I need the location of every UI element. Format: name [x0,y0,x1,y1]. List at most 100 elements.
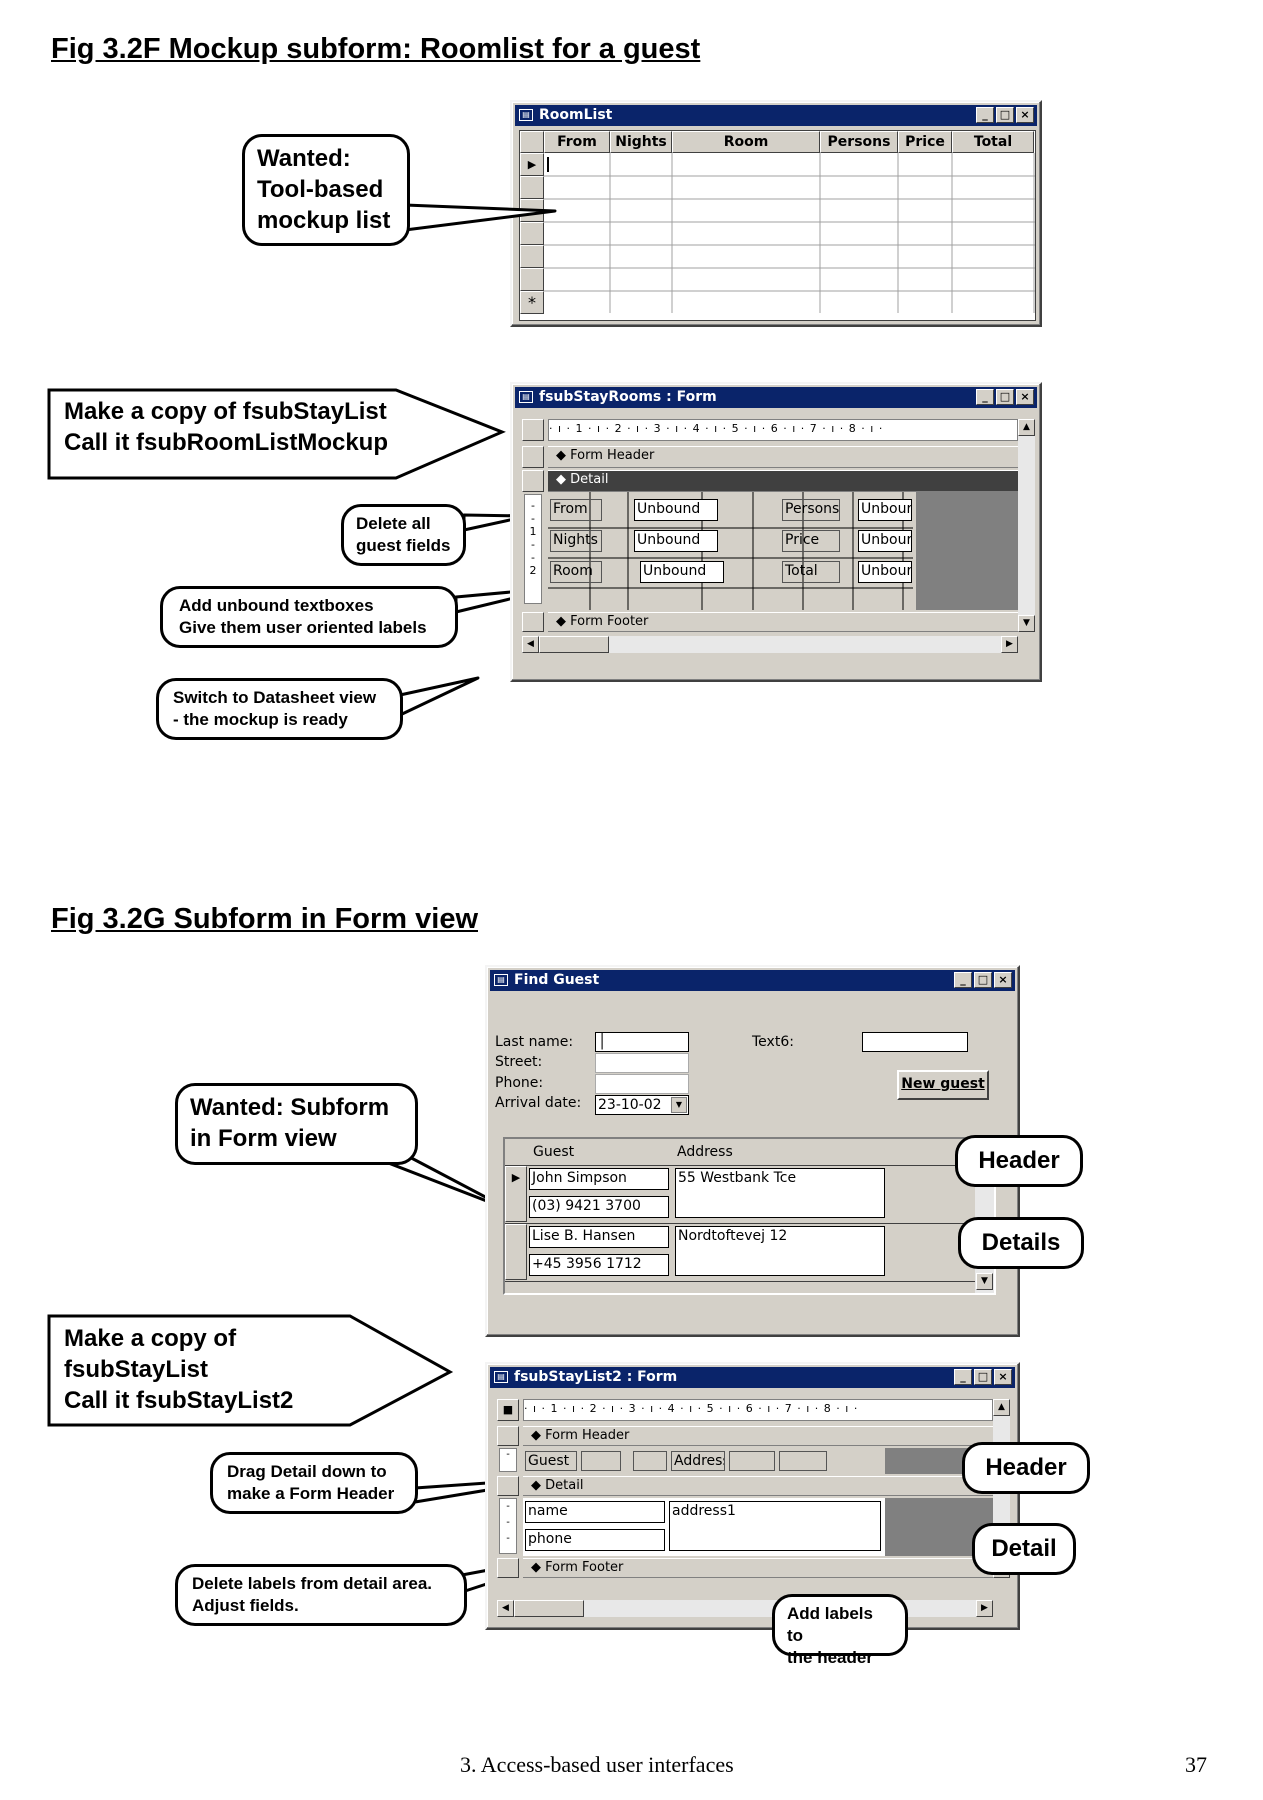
textbox-price[interactable]: Unbour [858,530,912,552]
figure-title-3-2g: Fig 3.2G Subform in Form view [51,903,478,935]
col-header-room[interactable]: Room [672,131,820,153]
header-label-guest[interactable]: Guest [525,1451,577,1471]
horizontal-scrollbar[interactable]: ◀ ▶ [497,1600,993,1617]
arrow-callout-shape [47,1314,454,1427]
label-price[interactable]: Price [782,530,840,552]
form-footer-bar[interactable]: ◆ Form Footer [523,1558,993,1578]
page-number: 37 [1185,1752,1207,1777]
form-selector[interactable]: ■ [497,1399,519,1421]
form-header-bar[interactable]: ◆ Form Header [523,1426,993,1446]
row-selector[interactable] [520,268,544,291]
form-header-bar[interactable]: ◆ Form Header [548,446,1018,468]
section-arrow-icon: ◆ [556,472,571,487]
col-header-from[interactable]: From [544,131,610,153]
name-field[interactable]: name [525,1501,665,1523]
scroll-right-icon[interactable]: ▶ [1001,636,1018,653]
label-from[interactable]: From [550,499,602,521]
guest-address-field[interactable]: Nordtoftevej 12 [675,1226,885,1276]
textbox-from[interactable]: Unbound [634,499,718,521]
text6-input[interactable] [862,1032,968,1052]
new-guest-button[interactable]: New guest [897,1070,989,1100]
row-selector[interactable] [520,222,544,245]
label-nights[interactable]: Nights [550,530,602,552]
section-selector[interactable] [522,470,544,492]
address-field[interactable]: address1 [669,1501,881,1551]
label-total[interactable]: Total [782,561,840,583]
phone-label: Phone: [495,1075,544,1091]
address-column-label: Address [677,1144,733,1160]
scroll-down-icon[interactable]: ▼ [976,1273,993,1290]
form-selector[interactable] [522,419,544,441]
section-selector[interactable] [497,1476,519,1496]
phone-field[interactable]: phone [525,1529,665,1551]
phone-input[interactable] [595,1074,689,1094]
guest-name-field[interactable]: Lise B. Hansen [529,1226,669,1248]
col-header-total[interactable]: Total [952,131,1034,153]
row-selector[interactable] [505,1224,527,1280]
scroll-up-icon[interactable]: ▲ [1018,419,1035,436]
detail-bar[interactable]: ◆ Detail [548,470,1018,492]
textbox-persons[interactable]: Unbour [858,499,912,521]
close-icon[interactable]: × [994,1369,1012,1385]
header-label-address[interactable]: Address [671,1451,725,1471]
col-header-price[interactable]: Price [898,131,952,153]
figure-title-3-2f: Fig 3.2F Mockup subform: Roomlist for a … [51,33,701,65]
street-input[interactable] [595,1053,689,1073]
current-row-icon[interactable]: ▶ [520,153,544,176]
row-selector[interactable] [520,176,544,199]
callout-drag-detail: Drag Detail down to make a Form Header [210,1452,418,1514]
maximize-icon[interactable]: □ [996,389,1014,405]
scroll-thumb[interactable] [514,1600,584,1617]
section-selector[interactable] [522,612,544,632]
guest-phone-field[interactable]: (03) 9421 3700 [529,1196,669,1218]
guest-name-field[interactable]: John Simpson [529,1168,669,1190]
last-name-input[interactable]: │ [595,1032,689,1052]
section-selector[interactable] [522,446,544,468]
guest-subform: Guest Address ▶ John Simpson (03) 9421 3… [503,1137,996,1295]
close-icon[interactable]: × [994,972,1012,988]
textbox-nights[interactable]: Unbound [634,530,718,552]
scroll-right-icon[interactable]: ▶ [976,1600,993,1617]
minimize-icon[interactable]: _ [976,389,994,405]
section-selector[interactable] [497,1426,519,1446]
new-row-icon[interactable]: * [520,291,544,314]
section-selector[interactable] [497,1558,519,1578]
maximize-icon[interactable]: □ [996,107,1014,123]
form-footer-bar[interactable]: ◆ Form Footer [548,612,1018,632]
label-persons[interactable]: Persons [782,499,840,521]
close-icon[interactable]: × [1016,389,1034,405]
close-icon[interactable]: × [1016,107,1034,123]
vertical-scrollbar[interactable]: ▲ ▼ [1018,419,1035,632]
corner-selector[interactable] [520,131,544,153]
horizontal-scrollbar[interactable]: ◀ ▶ [522,636,1018,653]
detail-bar[interactable]: ◆ Detail [523,1476,993,1496]
minimize-icon[interactable]: _ [954,1369,972,1385]
scroll-down-icon[interactable]: ▼ [1018,615,1035,632]
current-row-icon[interactable]: ▶ [505,1166,527,1222]
scroll-up-icon[interactable]: ▲ [993,1399,1010,1416]
last-name-label: Last name: [495,1034,574,1050]
roomlist-title: RoomList [539,107,613,123]
vruler-mark: 2 [529,564,537,577]
minimize-icon[interactable]: _ [976,107,994,123]
textbox-total[interactable]: Unbour [858,561,912,583]
scroll-thumb[interactable] [539,636,609,653]
chapter-footer: 3. Access-based user interfaces [460,1752,734,1777]
label-room[interactable]: Room [550,561,602,583]
row-selector[interactable] [520,245,544,268]
dropdown-arrow-icon[interactable]: ▼ [671,1097,687,1113]
arrival-date-select[interactable]: 23-10-02▼ [595,1095,689,1115]
col-header-nights[interactable]: Nights [610,131,672,153]
minimize-icon[interactable]: _ [954,972,972,988]
callout-delete-all: Delete all guest fields [341,504,466,566]
fsubstayrooms-titlebar: ▤ fsubStayRooms : Form _ □ × [515,387,1037,408]
guest-address-field[interactable]: 55 Westbank Tce [675,1168,885,1218]
guest-phone-field[interactable]: +45 3956 1712 [529,1254,669,1276]
roomlist-grid [544,153,1035,313]
scroll-left-icon[interactable]: ◀ [497,1600,514,1617]
col-header-persons[interactable]: Persons [820,131,898,153]
textbox-room[interactable]: Unbound [640,561,724,583]
maximize-icon[interactable]: □ [974,1369,992,1385]
maximize-icon[interactable]: □ [974,972,992,988]
scroll-left-icon[interactable]: ◀ [522,636,539,653]
